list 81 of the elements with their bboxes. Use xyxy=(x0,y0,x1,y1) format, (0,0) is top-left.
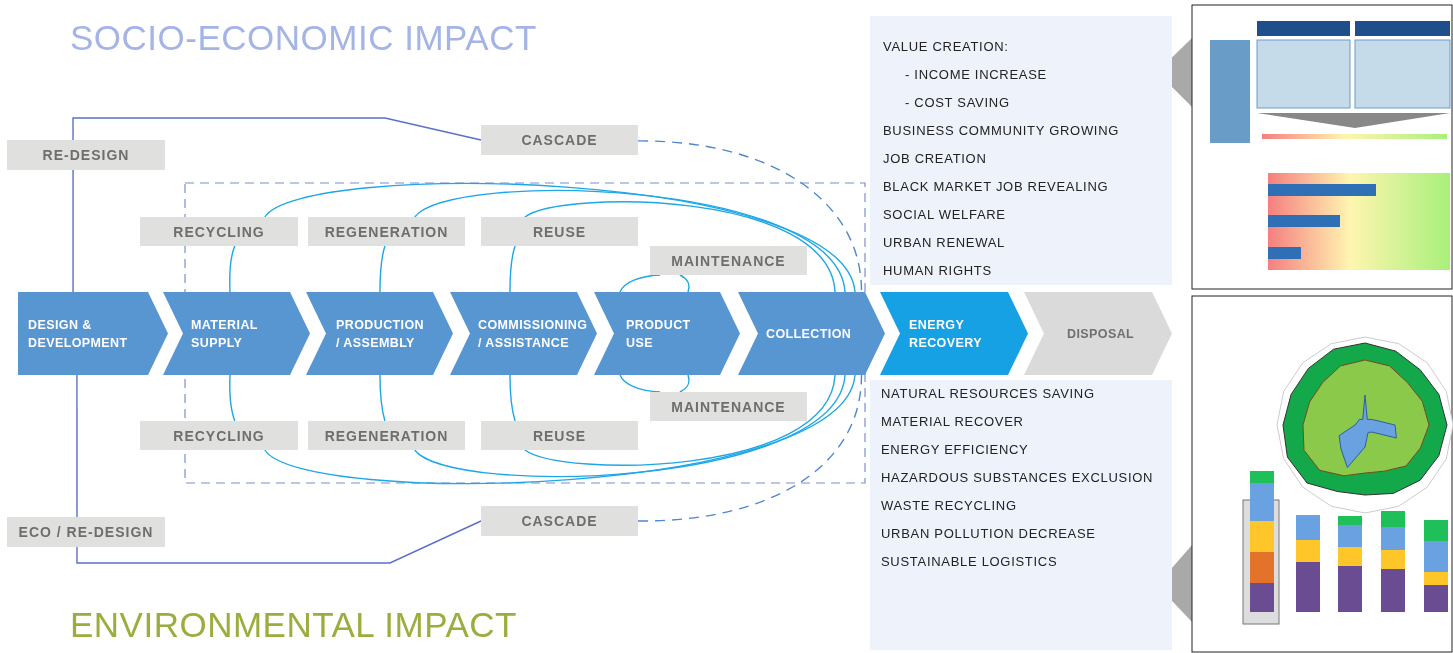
section-heading: ENVIRONMENTAL IMPACT xyxy=(70,605,517,645)
stage-label: MATERIAL SUPPLY xyxy=(191,316,259,352)
loop-line xyxy=(679,374,690,393)
impact-item: URBAN POLLUTION DECREASE xyxy=(881,525,1096,543)
loop-label: ECO / RE-DESIGN xyxy=(18,524,154,540)
impact-item: URBAN RENEWAL xyxy=(883,234,1006,252)
process-step xyxy=(594,292,740,375)
loop-label: RECYCLING xyxy=(173,223,265,240)
loop-label: REUSE xyxy=(532,223,587,240)
loop-line xyxy=(524,201,836,293)
impact-item: HAZARDOUS SUBSTANCES EXCLUSION xyxy=(881,469,1154,487)
stage-label: COLLECTION xyxy=(766,325,853,343)
loop-line xyxy=(637,374,863,522)
stage-label: DISPOSAL xyxy=(1067,325,1136,343)
loop-label-box xyxy=(481,421,638,450)
loop-label-box xyxy=(481,217,638,246)
loop-line xyxy=(414,189,846,293)
loop-line xyxy=(509,245,516,293)
loop-line xyxy=(414,374,846,478)
loop-line xyxy=(76,374,78,518)
stage-label: COMMISSIONING / ASSISTANCE xyxy=(478,316,586,352)
loop-line xyxy=(679,274,690,293)
loop-line xyxy=(72,169,74,293)
loop-line xyxy=(76,520,482,564)
loop-label-box xyxy=(7,140,165,170)
impact-list-panel xyxy=(870,380,1172,650)
stage-label: PRODUCT USE xyxy=(626,316,692,352)
loop-label: REGENERATION xyxy=(324,427,449,444)
impact-item: MATERIAL RECOVER xyxy=(881,413,1024,431)
loop-line xyxy=(637,140,863,293)
loop-label: REGENERATION xyxy=(324,223,449,240)
loop-line xyxy=(619,374,661,393)
loop-label-box xyxy=(650,246,807,275)
process-step xyxy=(306,292,453,375)
loop-label-box xyxy=(308,421,465,450)
loop-line xyxy=(229,245,236,293)
process-step xyxy=(738,292,885,375)
impact-item: SUSTAINABLE LOGISTICS xyxy=(881,553,1058,571)
impact-item: - INCOME INCREASE xyxy=(905,66,1047,84)
loop-label-box xyxy=(7,517,165,547)
impact-item: SOCIAL WELFARE xyxy=(883,206,1006,224)
loop-line xyxy=(379,245,386,293)
impact-item: ENERGY EFFICIENCY xyxy=(881,441,1029,459)
impact-list-panel xyxy=(870,16,1172,285)
loop-label: CASCADE xyxy=(521,132,598,148)
loop-line xyxy=(379,374,386,422)
loop-label: RECYCLING xyxy=(173,427,265,444)
loop-label-box xyxy=(308,217,465,246)
loop-line xyxy=(264,374,856,484)
loop-label-box xyxy=(650,392,807,421)
impact-item: VALUE CREATION: xyxy=(883,38,1009,56)
impact-item: WASTE RECYCLING xyxy=(881,497,1017,515)
loop-line xyxy=(264,183,856,293)
process-step xyxy=(1024,292,1172,375)
process-step xyxy=(163,292,310,375)
stage-label: PRODUCTION / ASSEMBLY xyxy=(336,316,426,352)
loop-label-box xyxy=(140,421,298,450)
loop-label: MAINTENANCE xyxy=(671,252,786,269)
loop-line xyxy=(509,374,516,422)
impact-item: - COST SAVING xyxy=(905,94,1010,112)
loop-label: RE-DESIGN xyxy=(42,147,130,163)
stage-label: DESIGN & DEVELOPMENT xyxy=(28,316,129,352)
impact-item: HUMAN RIGHTS xyxy=(883,262,992,280)
loop-label-box xyxy=(481,506,638,536)
loop-label: CASCADE xyxy=(521,513,598,529)
process-step xyxy=(880,292,1028,375)
loop-line xyxy=(524,374,836,466)
impact-item: BUSINESS COMMUNITY GROWING xyxy=(883,122,1120,140)
section-heading: SOCIO-ECONOMIC IMPACT xyxy=(70,18,537,58)
process-step xyxy=(18,292,168,375)
loop-line xyxy=(72,117,482,141)
impact-item: BLACK MARKET JOB REVEALING xyxy=(883,178,1109,196)
loop-label: MAINTENANCE xyxy=(671,398,786,415)
process-step xyxy=(450,292,597,375)
loop-label-box xyxy=(140,217,298,246)
loop-label: REUSE xyxy=(532,427,587,444)
loop-line xyxy=(229,374,236,422)
stage-label: ENERGY RECOVERY xyxy=(909,316,983,352)
loop-label-box xyxy=(481,125,638,155)
impact-item: NATURAL RESOURCES SAVING xyxy=(881,385,1095,403)
impact-item: JOB CREATION xyxy=(883,150,987,168)
